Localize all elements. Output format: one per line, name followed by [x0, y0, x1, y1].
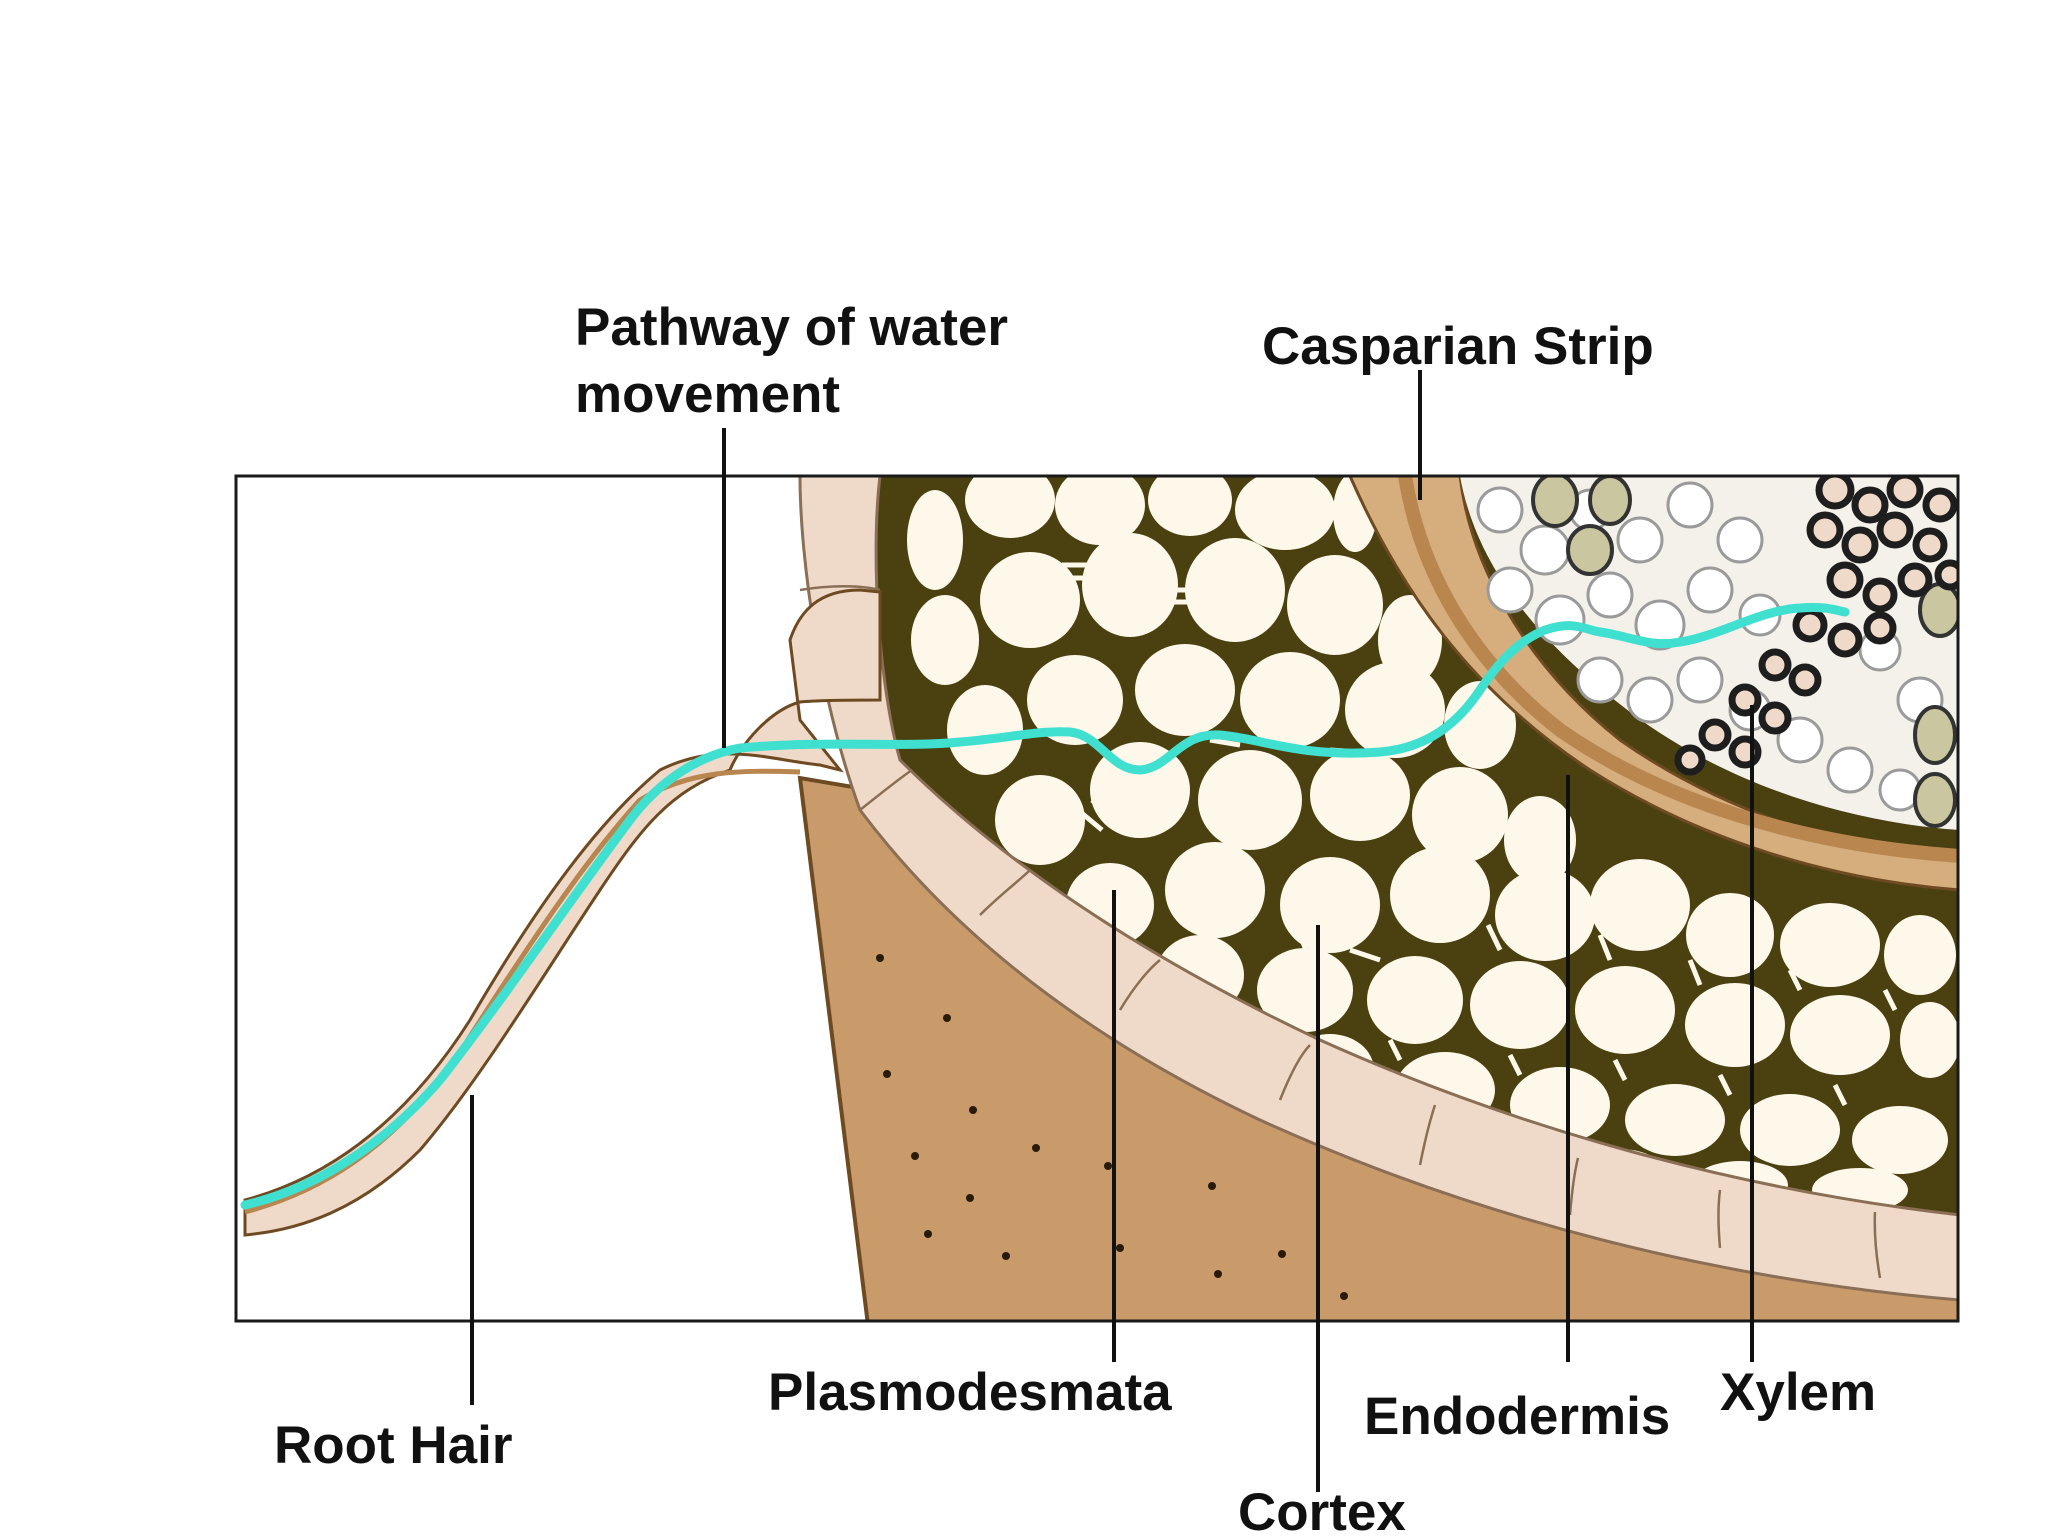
plasmodesmata-marks: [1062, 562, 1898, 1107]
label-pathway-line2: movement: [575, 365, 840, 424]
cortex-cells: [907, 476, 1958, 1212]
diagram-frame: [234, 474, 1960, 1323]
label-casparian-strip: Casparian Strip: [1262, 317, 1654, 376]
label-cortex: Cortex: [1238, 1483, 1406, 1536]
stele-cells: [1476, 481, 1944, 812]
label-plasmodesmata: Plasmodesmata: [768, 1363, 1172, 1422]
water-pathway-line: [240, 603, 1850, 1210]
leader-lines: [470, 370, 1754, 1492]
casparian-strip-band: [1398, 476, 1958, 863]
label-pathway-line1: Pathway of water: [575, 298, 1008, 357]
epidermis-cell-walls: [799, 585, 1882, 1279]
phloem-cells: [1531, 476, 1958, 828]
soil-particles: [876, 954, 1348, 1300]
epidermis-band: [798, 476, 1958, 1302]
label-xylem: Xylem: [1720, 1363, 1876, 1422]
xylem-vessels: [1674, 476, 1958, 776]
label-endodermis: Endodermis: [1364, 1387, 1670, 1446]
label-root-hair: Root Hair: [274, 1416, 513, 1475]
